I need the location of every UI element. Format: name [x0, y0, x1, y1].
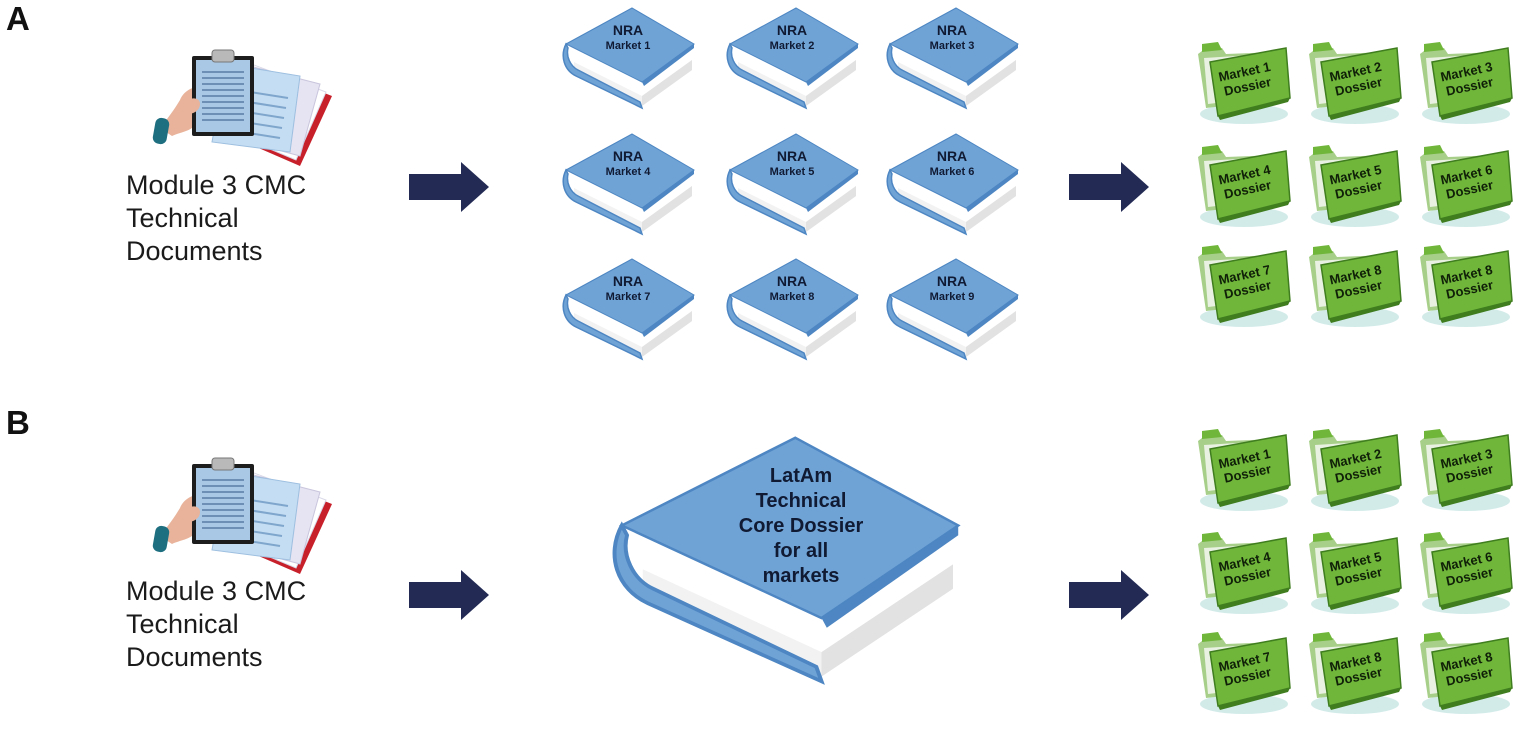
clipboard-documents-icon — [150, 452, 340, 580]
book-title: NRA — [612, 22, 644, 38]
book-title: NRA — [776, 148, 808, 164]
book-icon — [724, 130, 864, 240]
panel-b: B Module 3 CMC Technical Documents LatAm… — [0, 400, 1535, 744]
right-arrow-icon — [409, 570, 489, 620]
book-icon — [724, 255, 864, 365]
book-title: NRA — [612, 148, 644, 164]
book-title: NRA — [936, 273, 968, 289]
book-icon — [560, 4, 700, 114]
book-subtitle: Market 7 — [605, 291, 651, 303]
panel-b-source-label: Module 3 CMC Technical Documents — [126, 576, 307, 672]
right-arrow-icon — [1069, 570, 1149, 620]
clipboard-documents-icon — [150, 44, 340, 172]
nra-book: NRA Market 9 — [884, 255, 1024, 365]
book-icon — [884, 255, 1024, 365]
book-title: NRA — [936, 148, 968, 164]
book-subtitle: Market 4 — [605, 166, 651, 178]
book-subtitle: Market 8 — [769, 291, 815, 303]
book-icon — [884, 130, 1024, 240]
core-dossier-book: LatAm Technical Core Dossier for all mar… — [606, 428, 974, 696]
book-subtitle: Market 9 — [929, 291, 975, 303]
book-icon — [724, 4, 864, 114]
book-subtitle: Market 5 — [769, 166, 815, 178]
book-subtitle: Market 2 — [769, 40, 815, 52]
nra-book: NRA Market 3 — [884, 4, 1024, 114]
panel-a: A Module 3 CMC Technical Documents NRA Ma… — [6, 0, 1535, 372]
nra-book: NRA Market 8 — [724, 255, 864, 365]
book-subtitle: Market 6 — [929, 166, 975, 178]
panel-b-letter: B — [6, 404, 30, 441]
book-title: NRA — [776, 273, 808, 289]
nra-book: NRA Market 5 — [724, 130, 864, 240]
right-arrow-icon — [1069, 162, 1149, 212]
core-dossier-label: LatAm Technical Core Dossier for all mar… — [738, 465, 864, 587]
panel-a-source-label: Module 3 CMC Technical Documents — [126, 170, 307, 266]
book-icon — [560, 130, 700, 240]
book-subtitle: Market 1 — [605, 40, 651, 52]
book-icon — [884, 4, 1024, 114]
book-title: NRA — [776, 22, 808, 38]
nra-book: NRA Market 6 — [884, 130, 1024, 240]
nra-book: NRA Market 1 — [560, 4, 700, 114]
nra-book: NRA Market 2 — [724, 4, 864, 114]
book-title: NRA — [612, 273, 644, 289]
panel-a-letter: A — [6, 0, 30, 37]
book-title: NRA — [936, 22, 968, 38]
nra-book: NRA Market 4 — [560, 130, 700, 240]
nra-book: NRA Market 7 — [560, 255, 700, 365]
book-icon — [560, 255, 700, 365]
book-subtitle: Market 3 — [929, 40, 975, 52]
right-arrow-icon — [409, 162, 489, 212]
